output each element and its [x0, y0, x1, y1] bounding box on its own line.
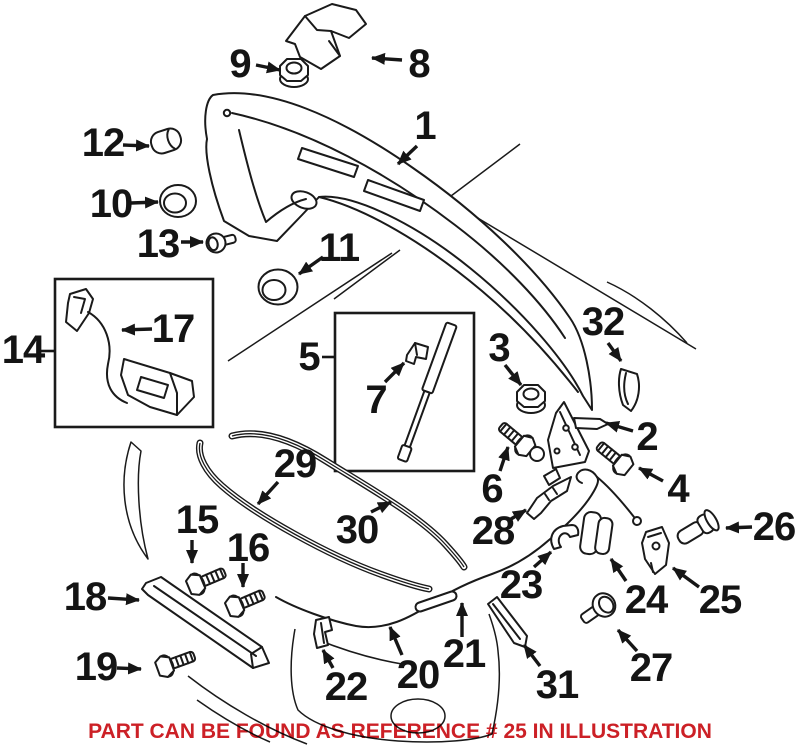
callout-20: 20 — [396, 653, 440, 697]
part-pin-26 — [676, 509, 720, 545]
callout-29: 29 — [273, 442, 317, 486]
part-pin-13 — [205, 232, 237, 254]
callout-23-arrow — [532, 550, 553, 569]
footer-note: PART CAN BE FOUND AS REFERENCE # 25 IN I… — [88, 720, 712, 743]
callout-4: 4 — [667, 467, 689, 511]
callout-32-arrow — [606, 342, 623, 362]
callout-7: 7 — [365, 378, 387, 422]
callout-4-arrow — [638, 466, 664, 483]
callout-14: 14 — [1, 328, 45, 372]
callout-22-arrow — [321, 649, 335, 669]
callout-8: 8 — [408, 42, 430, 86]
part-cowl-trim-32 — [617, 368, 640, 412]
part-clip-22 — [313, 616, 333, 649]
part-nut-9 — [279, 58, 309, 88]
part-clip-23 — [550, 524, 580, 550]
callout-32: 32 — [581, 300, 625, 344]
callout-28-arrow — [510, 508, 527, 522]
callout-1: 1 — [414, 104, 436, 148]
callout-5: 5 — [298, 335, 320, 379]
part-gas-strut — [396, 321, 458, 463]
callout-27: 27 — [629, 646, 673, 690]
callout-30: 30 — [335, 508, 379, 552]
part-bolt-15 — [183, 561, 230, 599]
part-grommet-11 — [257, 268, 299, 306]
callout-31-arrow — [522, 643, 542, 668]
callout-6: 6 — [481, 467, 503, 511]
callout-10-arrow — [130, 196, 159, 209]
grille-oval — [390, 698, 446, 734]
part-bracket-28 — [526, 468, 572, 520]
part-release-handle-17 — [65, 288, 195, 416]
part-clip-7 — [405, 342, 429, 365]
callout-27-arrow — [616, 628, 639, 653]
part-cable-20-21 — [275, 468, 642, 628]
callout-10: 10 — [89, 182, 133, 226]
callout-9-arrow — [255, 61, 281, 74]
part-bolt-6 — [492, 416, 545, 462]
callout-18: 18 — [63, 575, 107, 619]
callout-2-arrow — [605, 420, 634, 433]
part-bolt-27 — [580, 592, 617, 624]
part-strip-31 — [487, 596, 528, 648]
callout-18-arrow — [107, 593, 140, 606]
callout-15: 15 — [175, 498, 219, 542]
part-bolt-19 — [152, 644, 199, 681]
callout-17: 17 — [151, 307, 195, 351]
callout-arrows — [41, 52, 753, 675]
callout-21: 21 — [442, 632, 486, 676]
part-molding-18 — [141, 576, 270, 669]
part-latch-25 — [641, 526, 670, 575]
callout-23: 23 — [499, 563, 543, 607]
callout-25: 25 — [698, 578, 742, 622]
callout-12: 12 — [81, 121, 125, 165]
part-buffer-24 — [579, 511, 614, 556]
callout-31: 31 — [535, 663, 579, 707]
callout-9: 9 — [229, 42, 251, 86]
callout-16: 16 — [226, 526, 270, 570]
part-seal-29 — [195, 439, 433, 593]
callout-3-arrow — [503, 363, 523, 387]
part-nut-3 — [516, 384, 546, 414]
callout-28: 28 — [471, 509, 515, 553]
callout-6-arrow — [498, 446, 510, 472]
car-body-outline — [123, 143, 697, 745]
part-hinge-2 — [547, 401, 609, 469]
part-bolt-4 — [590, 435, 637, 480]
callout-7-arrow — [383, 361, 406, 384]
callout-30-arrow — [370, 500, 392, 514]
callout-24: 24 — [624, 578, 668, 622]
callout-8-arrow — [371, 52, 403, 65]
callout-29-arrow — [256, 480, 280, 506]
callout-2: 2 — [636, 415, 658, 459]
callout-20-arrow — [388, 626, 404, 656]
callout-12-arrow — [122, 139, 150, 152]
callout-24-arrow — [609, 558, 628, 582]
callout-19-arrow — [116, 662, 142, 675]
part-seal-30 — [228, 430, 468, 571]
part-clip-12 — [149, 127, 183, 155]
callout-11-arrow — [298, 255, 324, 276]
callout-26-arrow — [725, 521, 753, 534]
callout-17-arrow — [121, 323, 153, 336]
part-bracket-8 — [285, 3, 367, 70]
part-bolt-16 — [222, 583, 269, 621]
callout-19: 19 — [74, 645, 118, 689]
part-grommet-10 — [159, 184, 197, 218]
callout-13: 13 — [136, 222, 180, 266]
callout-25-arrow — [671, 566, 701, 589]
part-hood-panel — [204, 92, 593, 411]
callout-3: 3 — [488, 326, 510, 370]
callout-1-arrow — [396, 144, 419, 166]
callout-11: 11 — [318, 226, 360, 270]
callout-26: 26 — [752, 505, 796, 549]
callout-22: 22 — [324, 665, 368, 709]
